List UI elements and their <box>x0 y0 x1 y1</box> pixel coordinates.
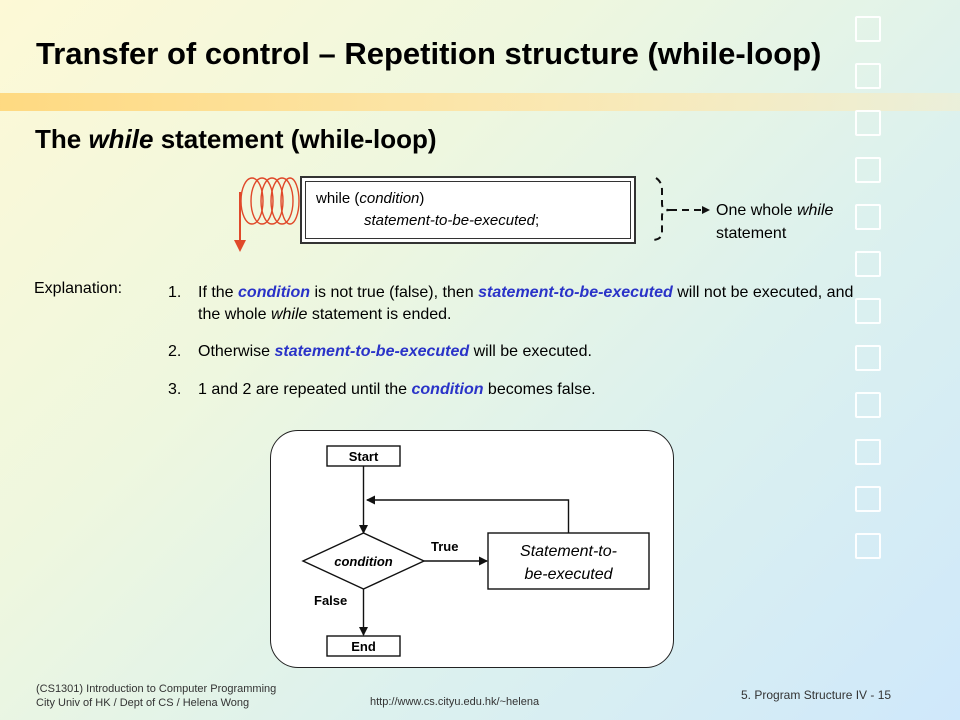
start-label: Start <box>348 449 378 464</box>
decorative-square <box>855 486 881 512</box>
statement-label-line2: be-executed <box>524 566 613 583</box>
item-keyword: condition <box>238 284 311 301</box>
statement-label-line1: Statement-to- <box>520 543 617 560</box>
dashed-brace-arrow <box>651 177 710 241</box>
while-flowchart: Start condition True Statement-to- be-ex… <box>300 444 650 657</box>
decorative-square <box>855 533 881 559</box>
decorative-square <box>855 63 881 89</box>
syntax-close-paren: ) <box>419 190 425 207</box>
item-text: Otherwise <box>198 343 275 360</box>
item-number: 1. <box>168 284 182 301</box>
note-line1: One whole while <box>716 199 833 222</box>
decorative-square <box>855 298 881 324</box>
item-text: will be executed. <box>469 343 592 360</box>
item-text: If the <box>198 284 239 301</box>
explanation-item: 1. If the condition is not true (false),… <box>168 282 878 326</box>
item-keyword: statement-to-be-executed <box>478 284 673 301</box>
while-syntax-box-inner: while (condition) statement-to-be-execut… <box>305 181 631 239</box>
item-text: will not be executed, and the whole <box>198 284 854 323</box>
item-text: is not true (false), then <box>310 284 479 301</box>
explanation-item: 3. 1 and 2 are repeated until the condit… <box>168 379 878 401</box>
slide-title: Transfer of control – Repetition structu… <box>36 36 822 71</box>
end-terminal <box>325 634 401 657</box>
decorative-square <box>855 392 881 418</box>
syntax-semicolon: ; <box>534 212 540 229</box>
item-text: becomes false. <box>483 381 596 398</box>
decorative-square <box>855 345 881 371</box>
subtitle-prefix: The <box>35 124 89 154</box>
end-label: End <box>351 639 376 654</box>
item-number: 3. <box>168 381 182 398</box>
decorative-square <box>855 439 881 465</box>
item-text: statement is ended. <box>307 306 452 323</box>
true-label: True <box>431 539 458 554</box>
syntax-condition: condition <box>359 190 420 207</box>
subtitle-suffix: statement (while-loop) <box>153 124 437 154</box>
decorative-square <box>855 16 881 42</box>
explanation-item: 2. Otherwise statement-to-be-executed wi… <box>168 341 878 363</box>
syntax-line-while: while (condition) <box>316 190 424 207</box>
item-keyword: statement-to-be-executed <box>274 343 470 360</box>
subtitle-keyword: while <box>88 124 154 154</box>
decorative-square-column <box>855 16 883 580</box>
footer-url: http://www.cs.cityu.edu.hk/~helena <box>370 696 540 708</box>
explanation-list: 1. If the condition is not true (false),… <box>168 282 878 401</box>
syntax-statement: statement-to-be-executed <box>364 212 535 229</box>
item-emphasis: while <box>270 306 308 323</box>
footer-course-line2: City Univ of HK / Dept of CS / Helena Wo… <box>36 697 250 709</box>
explanation-label: Explanation: <box>34 280 123 297</box>
flowchart-frame: Start condition True Statement-to- be-ex… <box>270 430 674 668</box>
syntax-line-statement: statement-to-be-executed; <box>364 212 539 229</box>
item-keyword: condition <box>411 381 484 398</box>
loop-spiral-icon <box>234 177 300 252</box>
footer-course-line1: (CS1301) Introduction to Computer Progra… <box>36 683 277 695</box>
while-syntax-box: while (condition) statement-to-be-execut… <box>300 176 636 244</box>
statement-process-box <box>486 531 650 590</box>
note-keyword: while <box>796 202 834 219</box>
syntax-while-keyword: while ( <box>316 190 360 207</box>
decorative-square <box>855 157 881 183</box>
decorative-square <box>855 110 881 136</box>
decorative-square <box>855 251 881 277</box>
note-line2: statement <box>716 225 787 242</box>
footer-page-number: 5. Program Structure IV - 15 <box>741 688 892 702</box>
note-prefix: One whole <box>716 202 797 219</box>
whole-statement-note: One whole while statement <box>716 199 833 245</box>
decorative-square <box>855 204 881 230</box>
item-number: 2. <box>168 343 182 360</box>
title-highlight-band <box>0 93 960 111</box>
false-label: False <box>314 593 347 608</box>
section-subtitle: The while statement (while-loop) <box>35 124 437 155</box>
condition-label: condition <box>334 554 393 569</box>
footer-course-info: (CS1301) Introduction to Computer Progra… <box>36 682 276 710</box>
item-text: 1 and 2 are repeated until the <box>198 381 412 398</box>
